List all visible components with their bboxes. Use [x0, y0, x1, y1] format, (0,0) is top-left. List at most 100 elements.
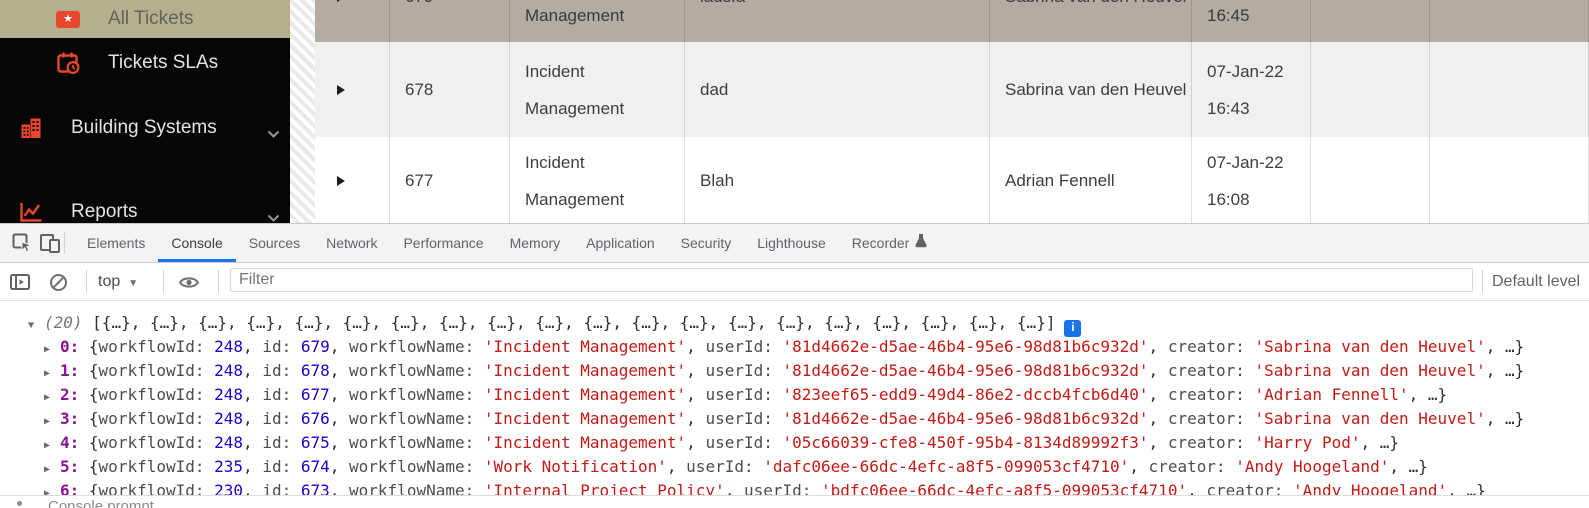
sidebar-item-tickets-slas[interactable]: Tickets SLAs	[0, 44, 290, 82]
tab-label: Elements	[87, 234, 146, 251]
devtools-tabs: Elements Console Sources Network Performance…	[74, 224, 940, 262]
table-row[interactable]: 679Incident ManagementladsfaSabrina van …	[315, 0, 1589, 45]
tickets-table: 679Incident ManagementladsfaSabrina van …	[315, 0, 1589, 223]
log-level-dropdown[interactable]: Default level	[1492, 273, 1581, 290]
sidebar-item-all-tickets[interactable]: ★All Tickets	[0, 0, 290, 38]
object-value: 674	[300, 457, 330, 476]
object-key: creator:	[1167, 337, 1255, 356]
array-index: 3:	[60, 409, 89, 428]
tab-console[interactable]: Console	[158, 224, 236, 262]
console-prompt-row[interactable]: Console prompt	[0, 495, 1589, 508]
sidebar-item-building-systems[interactable]: Building Systems	[0, 108, 290, 148]
console-row[interactable]: ▶2: {workflowId: 248, id: 677, workflowN…	[0, 383, 1589, 407]
javascript-context-selector[interactable]: top▼	[98, 263, 138, 300]
object-value: 'Sabrina van den Heuvel'	[1254, 361, 1486, 380]
object-key: id:	[262, 433, 301, 452]
comma: ,	[686, 385, 706, 404]
comma: ,	[666, 457, 687, 476]
cell-expander	[315, 0, 390, 44]
object-value: 248	[214, 409, 244, 428]
tab-label: Performance	[403, 234, 484, 251]
brace: {	[88, 457, 99, 476]
tab-label: Application	[586, 234, 655, 251]
sidebar-item-label: All Tickets	[108, 8, 194, 29]
comma: ,	[724, 481, 744, 500]
console-sidebar-toggle-icon[interactable]	[8, 270, 32, 294]
device-toolbar-icon[interactable]	[38, 232, 62, 254]
cell-ticket-id: 679	[390, 0, 510, 44]
expand-caret-icon[interactable]: ▶	[44, 368, 51, 379]
cell-datetime: 07-Jan-22 16:45	[1192, 0, 1311, 44]
expand-caret-icon[interactable]: ▶	[44, 488, 51, 499]
sidebar-item-reports[interactable]: Reports	[0, 192, 290, 223]
array-index: 4:	[60, 433, 89, 452]
object-value: 675	[300, 433, 330, 452]
tab-label: Network	[326, 234, 378, 251]
console-row[interactable]: ▶0: {workflowId: 248, id: 679, workflowN…	[0, 335, 1589, 359]
object-value: 'Incident Management'	[483, 385, 687, 404]
comma: ,	[243, 409, 263, 428]
console-row[interactable]: ▶3: {workflowId: 248, id: 676, workflowN…	[0, 407, 1589, 431]
brace: {	[88, 409, 99, 428]
tab-memory[interactable]: Memory	[497, 224, 574, 262]
expand-caret-icon[interactable]: ▶	[44, 392, 51, 403]
object-key: userId:	[705, 433, 783, 452]
object-value: '05c66039-cfe8-450f-95b4-8134d89992f3'	[782, 433, 1149, 452]
row-expander-icon[interactable]	[337, 84, 345, 95]
object-key: workflowName:	[349, 361, 484, 380]
tab-elements[interactable]: Elements	[74, 224, 158, 262]
console-row[interactable]: ▶1: {workflowId: 248, id: 678, workflowN…	[0, 359, 1589, 383]
expand-caret-icon[interactable]: ▶	[44, 344, 51, 355]
object-value: 679	[300, 337, 330, 356]
tab-recorder[interactable]: Recorder	[839, 224, 941, 262]
tab-sources[interactable]: Sources	[236, 224, 313, 262]
expand-caret-icon[interactable]: ▶	[44, 416, 51, 427]
devtools-tabbar: Elements Console Sources Network Performance…	[0, 224, 1589, 263]
tab-label: Console	[171, 234, 223, 251]
info-icon[interactable]: i	[1064, 320, 1082, 337]
object-value: '81d4662e-d5ae-46b4-95e6-98d81b6c932d'	[782, 361, 1149, 380]
clear-console-icon[interactable]	[46, 270, 70, 294]
comma: ,	[329, 361, 350, 380]
tab-label: Security	[680, 234, 732, 251]
console-array-summary[interactable]: ▼(20) [{…}, {…}, {…}, {…}, {…}, {…}, {…}…	[0, 311, 1589, 337]
row-expander-icon[interactable]	[337, 175, 345, 186]
comma: ,	[243, 457, 263, 476]
inspect-element-icon[interactable]	[10, 232, 34, 254]
tab-network[interactable]: Network	[313, 224, 390, 262]
live-expression-eye-icon[interactable]	[177, 270, 201, 294]
row-expander-icon[interactable]	[337, 0, 345, 2]
cell-creator: Sabrina van den Heuvel	[990, 0, 1192, 44]
object-trailing: , …}	[1360, 433, 1400, 452]
object-key: id:	[262, 361, 301, 380]
comma: ,	[243, 361, 263, 380]
collapse-caret-icon[interactable]: ▼	[28, 320, 35, 331]
object-value: 'Harry Pod'	[1254, 433, 1361, 452]
object-value: 248	[214, 385, 244, 404]
tab-performance[interactable]: Performance	[390, 224, 496, 262]
console-filter-input[interactable]	[230, 268, 1473, 292]
object-value: 'Sabrina van den Heuvel'	[1254, 337, 1486, 356]
comma: ,	[329, 457, 350, 476]
object-key: userId:	[686, 457, 764, 476]
cell-empty	[1311, 42, 1430, 137]
brace: {	[88, 481, 99, 500]
cell-expander	[315, 42, 390, 137]
console-row[interactable]: ▶4: {workflowId: 248, id: 675, workflowN…	[0, 431, 1589, 455]
tab-security[interactable]: Security	[668, 224, 745, 262]
building-icon	[18, 116, 44, 140]
expand-caret-icon[interactable]: ▶	[44, 440, 51, 451]
comma: ,	[686, 361, 706, 380]
expand-caret-icon[interactable]: ▶	[44, 464, 51, 475]
console-row[interactable]: ▶5: {workflowId: 235, id: 674, workflowN…	[0, 455, 1589, 479]
toolbar-separator	[1482, 270, 1483, 293]
tab-application[interactable]: Application	[573, 224, 668, 262]
cell-text: 677	[405, 171, 434, 190]
tab-lighthouse[interactable]: Lighthouse	[744, 224, 839, 262]
toolbar-separator	[163, 270, 164, 293]
cell-workflow: Incident Management	[510, 0, 685, 44]
cell-expander	[315, 137, 390, 223]
